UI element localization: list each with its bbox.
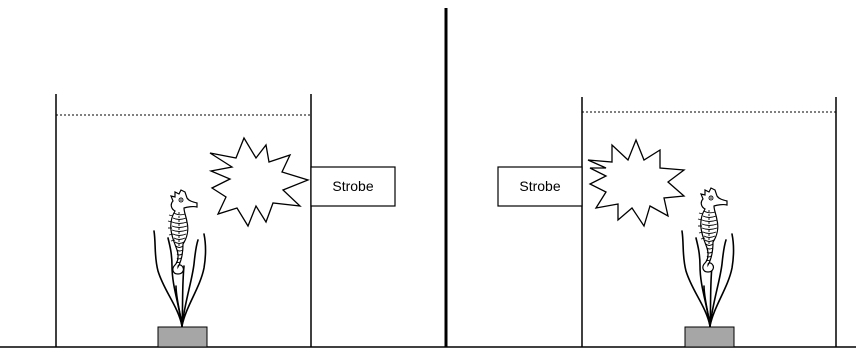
flash-burst-icon: [208, 136, 310, 228]
right-panel: Strobe: [497, 97, 837, 348]
strobe-label: Strobe: [519, 178, 560, 194]
pedestal-block: [157, 326, 208, 348]
pedestal-block: [684, 326, 735, 348]
strobe-box: Strobe: [497, 166, 583, 207]
left-panel: Strobe: [55, 94, 396, 348]
strobe-box: Strobe: [310, 166, 396, 207]
flash-burst-icon: [587, 138, 686, 228]
strobe-label: Strobe: [332, 178, 373, 194]
